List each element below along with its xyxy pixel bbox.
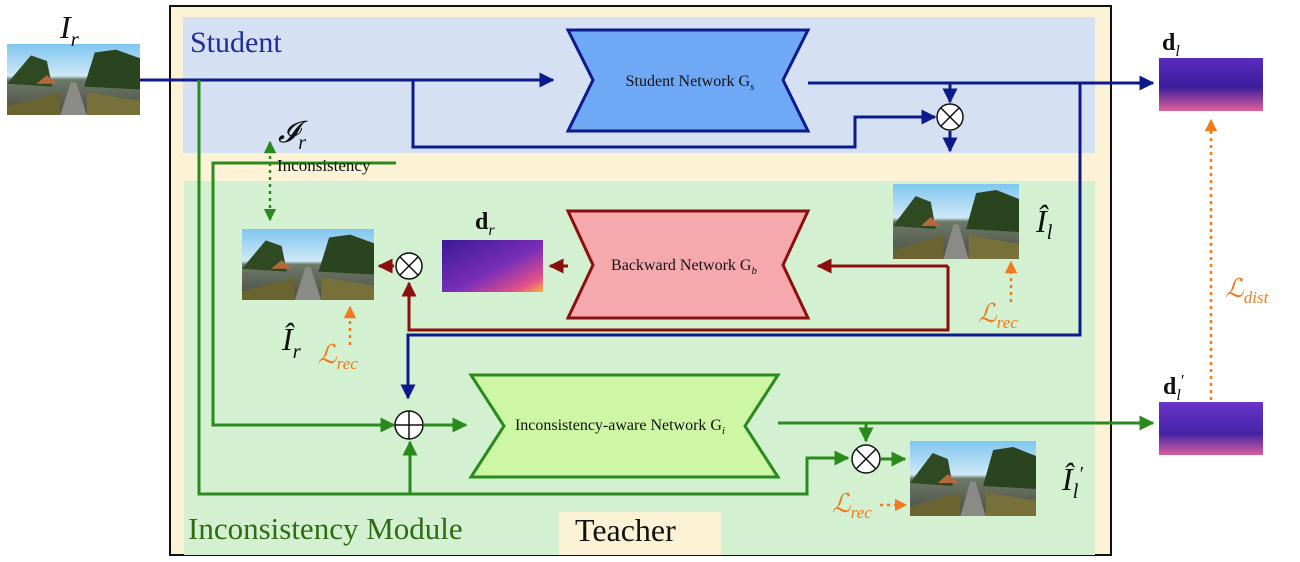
depth-map-dl-prime	[1159, 402, 1263, 455]
backward-flow-lines	[377, 258, 950, 332]
inconsistency-flow-lines	[197, 80, 1155, 496]
dl-label: dl	[1162, 30, 1180, 60]
reconstructed-right-image	[242, 229, 374, 300]
student-network-label: Student Network Gs	[626, 73, 755, 93]
teacher-label-bg	[559, 512, 721, 555]
inconsistency-network-label: Inconsistency-aware Network Gi	[515, 417, 725, 437]
inconsistency-network-shape	[468, 373, 781, 479]
backward-network-label: Backward Network Gb	[611, 257, 757, 277]
student-flow-lines	[140, 72, 1155, 400]
dr-label: dr	[475, 209, 495, 239]
input-label: Ir	[59, 9, 80, 51]
reconstructed-left-prime-image	[910, 441, 1036, 516]
rec-loss-label: ℒrec	[318, 340, 358, 373]
ihat-l-prime-label: Îl′	[1061, 461, 1084, 503]
rec-loss-label: ℒrec	[832, 489, 872, 522]
depth-map-dr	[442, 240, 543, 292]
multiply-icon	[936, 103, 964, 131]
input-image-ir	[7, 44, 140, 115]
multiply-icon	[395, 252, 423, 280]
dist-loss-label: ℒdist	[1225, 274, 1270, 307]
reconstructed-left-image	[893, 184, 1019, 259]
student-network-shape	[565, 28, 811, 133]
ihat-l-label: Îl	[1035, 203, 1053, 244]
dl-prime-label: dl′	[1163, 371, 1185, 404]
student-label: Student	[190, 26, 282, 59]
rec-loss-label: ℒrec	[978, 299, 1018, 332]
backward-network-shape	[565, 209, 811, 320]
teacher-label: Teacher	[575, 512, 676, 548]
ihat-r-label: Îr	[281, 321, 302, 363]
depth-map-dl	[1159, 58, 1263, 111]
multiply-icon	[851, 444, 881, 474]
inconsistency-module-label: Inconsistency Module	[188, 511, 463, 546]
add-icon	[394, 410, 424, 440]
inconsistency-text: Inconsistency	[277, 156, 371, 175]
